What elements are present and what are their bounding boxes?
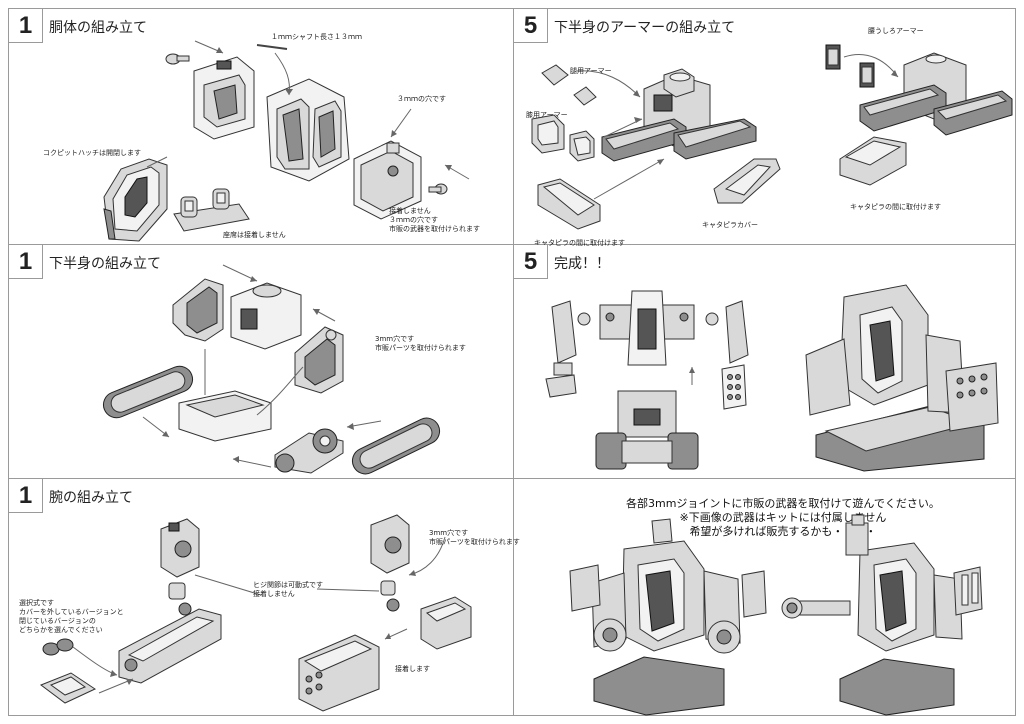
assembled-robot xyxy=(805,284,999,472)
shoulder-part-right xyxy=(370,514,410,574)
note-knee: 膝用アーマー xyxy=(526,111,568,119)
panel-lower-body: 1 下半身の組み立て xyxy=(9,245,513,478)
note-hole: 3mm穴です 市販パーツを取付けられます xyxy=(375,335,466,352)
panel-title: 下半身のアーマーの組み立て xyxy=(554,20,736,36)
head-frame-part xyxy=(193,56,255,140)
exploded-arm-right xyxy=(705,300,749,410)
lower-body-assembly xyxy=(601,68,757,162)
note-track-cover: キャタピラカバー xyxy=(702,221,758,229)
step-number: 1 xyxy=(9,245,43,279)
body-parts-illustration xyxy=(103,40,470,242)
seats-part xyxy=(173,188,250,232)
screw-part-right xyxy=(428,183,448,195)
hip-joint-part xyxy=(172,278,224,342)
elbow-joint-left xyxy=(168,582,192,616)
armor-box-part xyxy=(420,596,472,650)
weapons-description: 各部3mmジョイントに市販の武器を取付けて遊んでください。 ※下画像の武器はキッ… xyxy=(626,497,940,538)
panel-lower-armor: 5 下半身のアーマーの組み立て xyxy=(514,9,1017,247)
note-glue: 接着します xyxy=(395,665,430,673)
rocket-pod-part xyxy=(298,634,380,712)
shoulder-part-left xyxy=(160,518,200,578)
step-number: 5 xyxy=(514,9,548,43)
panel-body-assembly: 1 胴体の組み立て xyxy=(9,9,513,244)
step-number: 1 xyxy=(9,479,43,513)
note-weapon: 接着しません ３ｍｍの穴です 市販の武器を取付けられます xyxy=(389,207,480,233)
robot-with-cannon xyxy=(781,514,983,716)
lower-armor-illustration xyxy=(531,44,1013,230)
panel-title: 胴体の組み立て xyxy=(49,20,147,36)
note-cockpit: コクピットハッチは開閉します xyxy=(43,149,141,157)
knee-armor-part xyxy=(531,114,565,154)
step-number: 5 xyxy=(514,245,548,279)
joint-part xyxy=(42,638,74,656)
note-waist-back: 腰うしろアーマー xyxy=(868,27,924,35)
robot-with-rockets xyxy=(569,518,767,716)
horizontal-divider-1 xyxy=(9,244,1015,245)
torso-frame-part xyxy=(266,78,350,182)
armed-robots-illustration xyxy=(569,514,983,716)
screw-part xyxy=(165,53,190,65)
track-cover-part xyxy=(713,158,781,204)
lower-body-with-armor xyxy=(859,52,1013,136)
arm-parts-illustration xyxy=(39,514,472,712)
note-track-between-left: キャタピラの間に取付けます xyxy=(534,239,625,247)
waist-block-part xyxy=(230,282,302,350)
lower-body-illustration xyxy=(102,264,441,475)
note-shaft: １ｍｍシャフト長さ１３ｍｍ xyxy=(271,33,362,41)
panel-complete: 5 完成！！ xyxy=(514,245,1017,478)
knee-armor-part-2 xyxy=(569,130,595,162)
panel-title: 腕の組み立て xyxy=(49,490,133,506)
thigh-armor-part xyxy=(541,64,569,86)
step-number: 1 xyxy=(9,9,43,43)
track-armor-part-left xyxy=(537,178,601,230)
exploded-lower-body xyxy=(595,390,699,470)
panel-title: 下半身の組み立て xyxy=(49,256,161,272)
vertical-divider xyxy=(513,9,514,715)
note-seat: 座席は接着しません xyxy=(223,231,286,239)
back-panel-part xyxy=(353,140,422,220)
instruction-sheet: 1 胴体の組み立て xyxy=(8,8,1016,716)
base-tray-part xyxy=(178,390,272,442)
thigh-armor-part-2 xyxy=(573,86,597,106)
panel-arm-assembly: 1 腕の組み立て xyxy=(9,479,520,717)
track-part-right xyxy=(351,417,441,475)
exploded-arm-left xyxy=(545,300,591,398)
wheel-assembly-part xyxy=(274,428,344,474)
panel-weapons: 各部3mmジョイントに市販の武器を取付けて遊んでください。 ※下画像の武器はキッ… xyxy=(514,479,1017,717)
elbow-joint-right xyxy=(380,580,400,612)
note-hole: ３ｍｍの穴です xyxy=(397,95,446,103)
cockpit-hatch-part xyxy=(103,158,168,242)
track-armor-part-right xyxy=(839,136,907,186)
forearm-part xyxy=(118,608,222,684)
track-part-left xyxy=(102,365,194,419)
note-hole: 3mm穴です 市販パーツを取付けられます xyxy=(429,529,520,546)
note-option: 選択式です カバーを外しているバージョンと 閉じているバージョンの どちらかを選… xyxy=(19,599,124,634)
note-elbow: ヒジ関節は可動式です 接着しません xyxy=(253,581,323,598)
note-track-between-right: キャタピラの間に取付けます xyxy=(850,203,941,211)
exploded-torso xyxy=(599,290,695,366)
horizontal-divider-2 xyxy=(9,478,1015,479)
shaft-part xyxy=(256,44,288,50)
hip-joint-part-right xyxy=(294,326,344,394)
note-thigh: 腿用アーマー xyxy=(570,67,612,75)
panel-title: 完成！！ xyxy=(554,256,610,272)
completed-robot-illustration xyxy=(545,284,999,472)
